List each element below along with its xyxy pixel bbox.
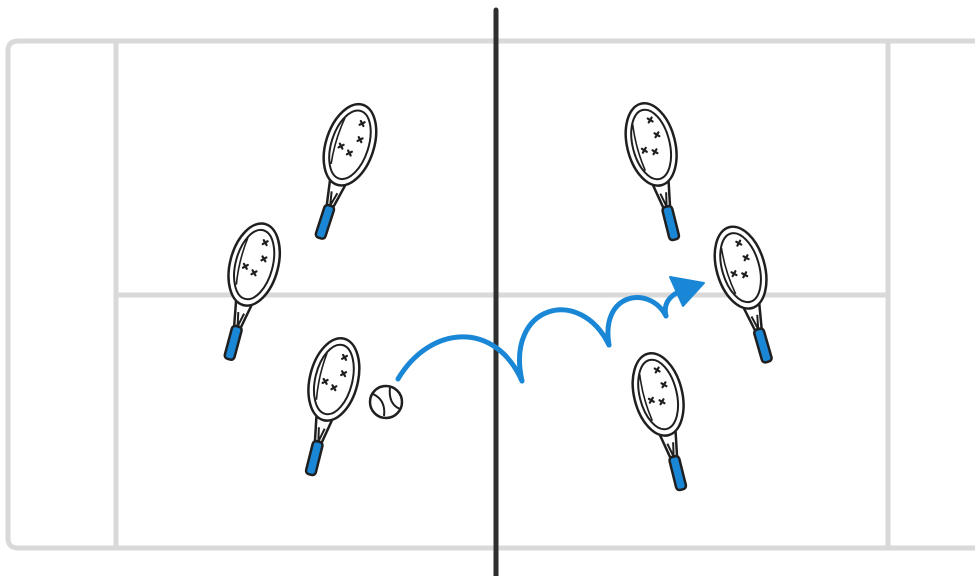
player-racket-left-top bbox=[297, 97, 386, 245]
tennis-racket-icon bbox=[297, 97, 386, 245]
player-racket-left-bottom bbox=[287, 333, 367, 480]
trajectory-arc-2 bbox=[520, 310, 609, 381]
tennis-racket-icon bbox=[625, 348, 705, 495]
trajectory-arc-1 bbox=[398, 337, 522, 381]
tennis-racket-icon bbox=[287, 333, 367, 480]
court-lines bbox=[8, 41, 975, 548]
player-racket-left-middle bbox=[206, 218, 289, 366]
tennis-racket-icon bbox=[618, 98, 698, 245]
tennis-ball-icon bbox=[370, 386, 402, 418]
player-racket-right-top bbox=[618, 98, 698, 245]
trajectory-arc-3 bbox=[608, 298, 666, 345]
tennis-racket-icon bbox=[206, 218, 289, 366]
player-racket-right-bottom bbox=[625, 348, 705, 495]
